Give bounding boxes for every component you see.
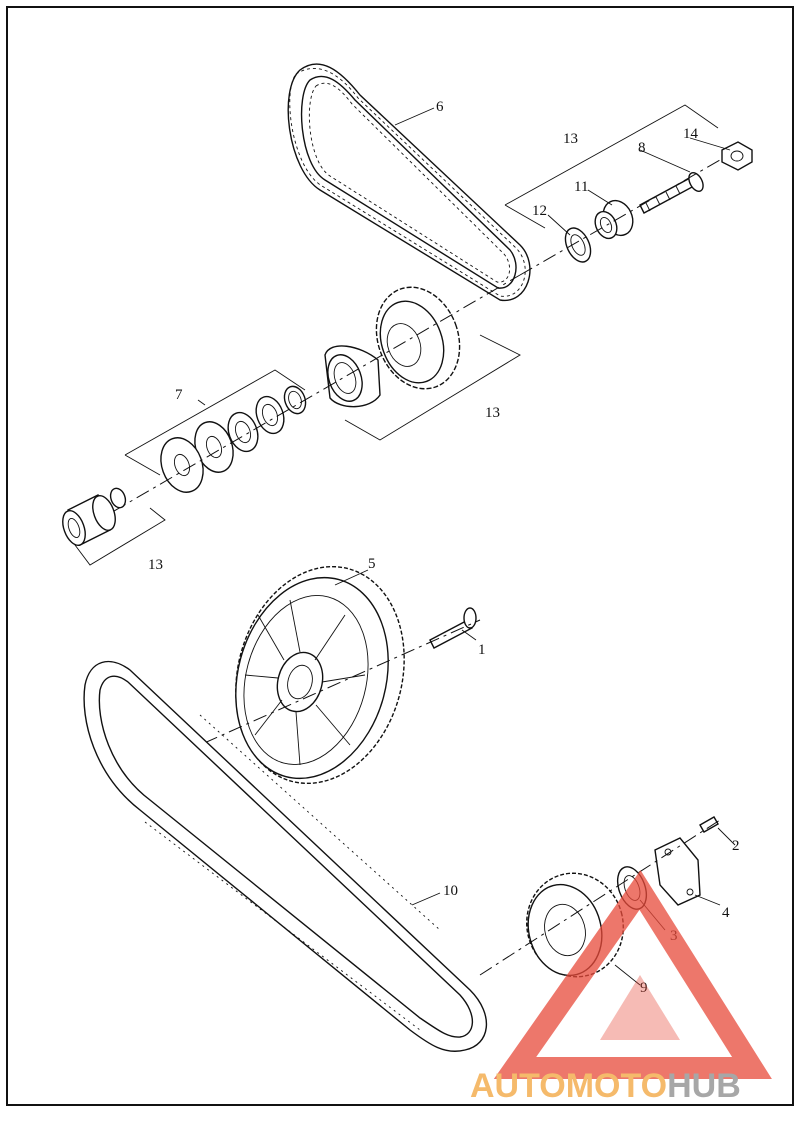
splined-hub-part: [62, 487, 127, 546]
callout-10: 10: [443, 883, 458, 899]
callout-13-top: 13: [563, 131, 578, 147]
callout-8: 8: [638, 140, 646, 156]
compensating-sprocket: [375, 286, 461, 390]
callout-14: 14: [683, 126, 699, 142]
leader-lines: [197, 107, 736, 986]
diagram-border: [6, 6, 794, 1106]
spring-washer-group: [124, 369, 307, 493]
pulley-bolt-part: [429, 607, 477, 649]
callout-1: 1: [478, 642, 486, 658]
retaining-plate-part: [654, 837, 701, 906]
cam-part: [324, 345, 381, 408]
callout-11: 11: [574, 179, 588, 195]
callout-13-middle: 13: [485, 405, 500, 421]
callout-6: 6: [436, 99, 444, 115]
adjuster-hardware-group: [504, 104, 753, 276]
watermark-triangle: [493, 870, 772, 1079]
callout-13-bottom: 13: [148, 557, 163, 573]
primary-chain: [287, 63, 531, 301]
watermark-logo: AUTOMOTOHUB: [470, 870, 772, 1105]
bushing-part: [594, 199, 634, 240]
drive-belt: [83, 660, 487, 1052]
callout-9: 9: [640, 980, 648, 996]
callout-4: 4: [722, 905, 730, 921]
callout-5: 5: [368, 556, 376, 572]
rear-belt-pulley: [235, 565, 405, 785]
callout-12: 12: [532, 203, 547, 219]
locknut-part: [721, 141, 753, 171]
washer-part-12: [564, 227, 592, 263]
bolt-part: [639, 172, 704, 214]
callout-7: 7: [175, 387, 183, 403]
screw-part: [699, 816, 719, 833]
callout-2: 2: [732, 838, 740, 854]
watermark-text: AUTOMOTOHUB: [470, 1067, 741, 1105]
